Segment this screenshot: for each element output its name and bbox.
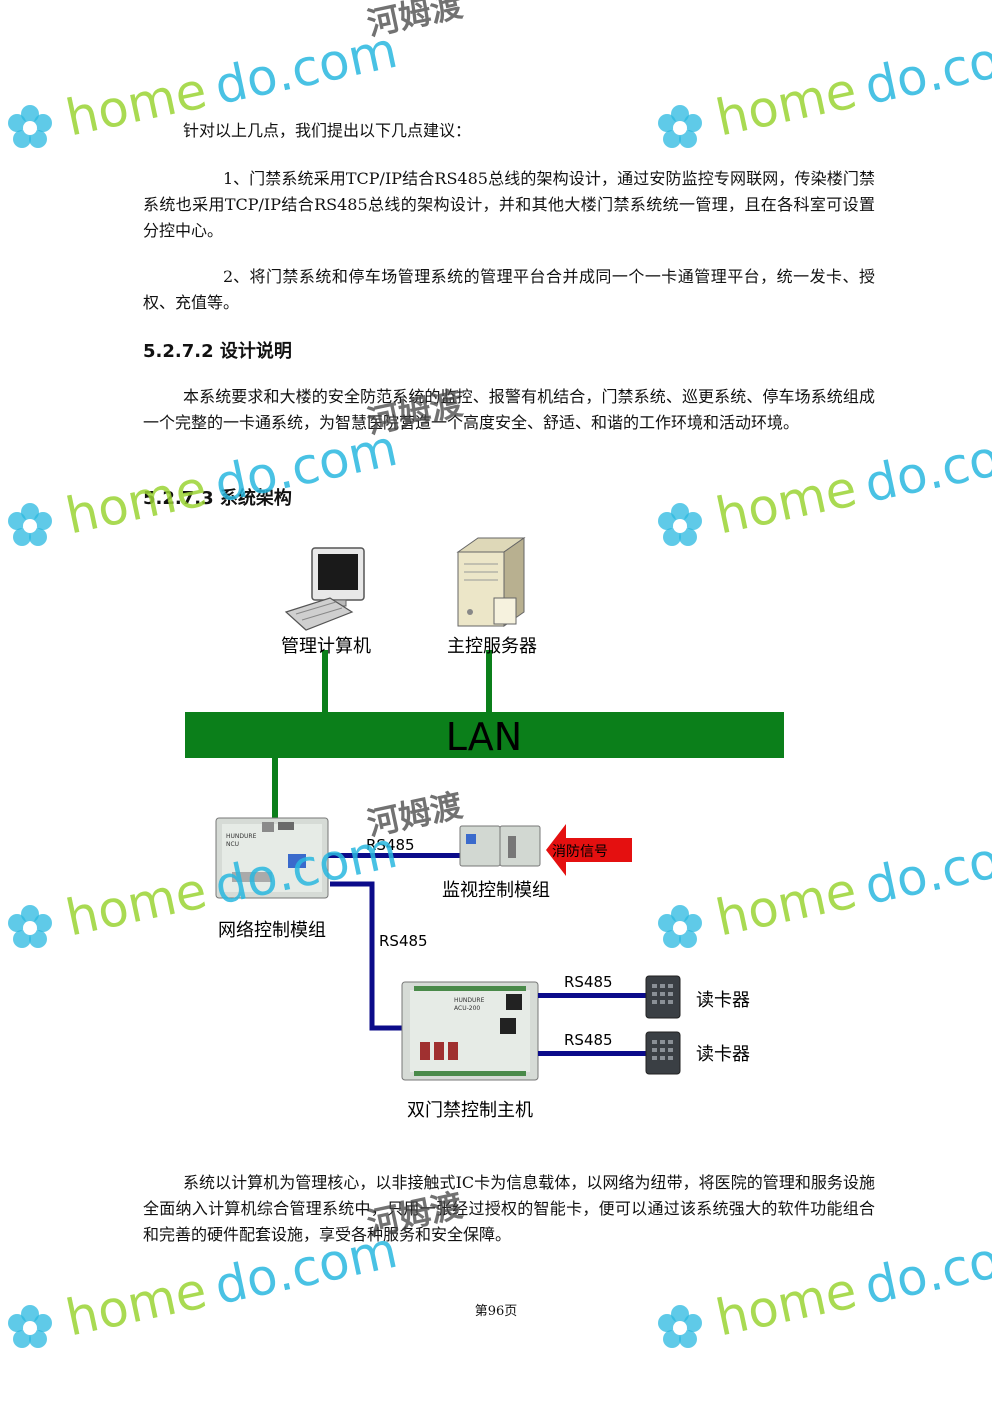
monitor-module-label: 监视控制模组 <box>442 880 550 901</box>
closing-paragraph: 系统以计算机为管理核心，以非接触式IC卡为信息载体，以网络为纽带，将医院的管理和… <box>143 1173 875 1244</box>
rs485-link-monitor <box>328 853 460 858</box>
item-text: 门禁系统采用TCP/IP结合RS485总线的架构设计，通过安防监控专网联网，传染… <box>143 169 875 240</box>
ncu-model: NCU <box>226 841 239 848</box>
svg-text:.com: .com <box>270 21 402 103</box>
reader-2-label: 读卡器 <box>696 1044 750 1065</box>
pc-lan-link <box>322 650 328 712</box>
item-number: 2、 <box>223 267 250 286</box>
svg-text:河姆渡: 河姆渡 <box>364 0 467 43</box>
card-reader-icon <box>645 975 681 1019</box>
system-architecture-diagram: LAN 管理计算机 主控服务器 <box>185 537 784 1121</box>
item-number: 1、 <box>223 169 250 188</box>
network-control-module: HUNDURE NCU 网络控制模组 <box>215 817 329 941</box>
door-controller-label: 双门禁控制主机 <box>407 1100 533 1121</box>
design-description: 本系统要求和大楼的安全防范系统的监控、报警有机结合，门禁系统、巡更系统、停车场系… <box>143 387 875 432</box>
rs485-link-controller <box>330 881 402 1031</box>
rs485-link-reader-2 <box>538 1051 646 1056</box>
pc-label: 管理计算机 <box>281 636 371 657</box>
lan-label: LAN <box>446 715 522 759</box>
section-heading-design: 5.2.7.2 设计说明 <box>143 341 292 362</box>
server-lan-link <box>486 650 492 712</box>
dual-door-controller: HUNDURE ACU-200 双门禁控制主机 <box>401 981 539 1121</box>
item-text: 将门禁系统和停车场管理系统的管理平台合并成同一个一卡通管理平台，统一发卡、授权、… <box>143 267 875 312</box>
rs485-label-monitor: RS485 <box>366 836 415 854</box>
svg-text:.com: .com <box>920 21 992 103</box>
svg-text:do: do <box>210 46 283 116</box>
management-computer: 管理计算机 <box>281 547 371 657</box>
ncu-lan-link <box>272 758 278 820</box>
rs485-link-reader-1 <box>538 993 646 998</box>
page-number: 第96页 <box>474 1304 518 1319</box>
rs485-label-reader-1: RS485 <box>564 973 613 991</box>
monitor-control-module: 监视控制模组 <box>442 825 550 901</box>
svg-text:do: do <box>860 46 933 116</box>
card-reader-icon <box>645 1031 681 1075</box>
lan-bar: LAN <box>185 712 784 759</box>
card-reader-1: 读卡器 <box>645 975 750 1019</box>
ncu-board-icon: HUNDURE NCU <box>215 817 329 899</box>
acu-model: ACU-200 <box>454 1005 480 1012</box>
intro-paragraph: 针对以上几点，我们提出以下几点建议： <box>183 121 472 140</box>
server-icon <box>456 537 526 627</box>
acu-brand: HUNDURE <box>454 997 485 1004</box>
svg-text:do: do <box>860 444 933 514</box>
suggestion-item-2: 2、将门禁系统和停车场管理系统的管理平台合并成同一个一卡通管理平台，统一发卡、授… <box>143 264 875 316</box>
fire-signal-arrow: 消防信号 <box>546 824 632 876</box>
main-server: 主控服务器 <box>447 537 537 657</box>
suggestion-item-1: 1、门禁系统采用TCP/IP结合RS485总线的架构设计，通过安防监控专网联网，… <box>143 166 875 244</box>
reader-1-label: 读卡器 <box>696 990 750 1011</box>
ncu-label: 网络控制模组 <box>218 920 326 941</box>
section-heading-architecture: 5.2.7.3 系统架构 <box>143 488 292 509</box>
rs485-label-reader-2: RS485 <box>564 1031 613 1049</box>
svg-text:.com: .com <box>920 1221 992 1303</box>
flower-icon <box>8 105 52 148</box>
fire-signal-label: 消防信号 <box>552 844 608 860</box>
arrow-left-icon <box>546 824 632 876</box>
server-label: 主控服务器 <box>447 636 537 657</box>
computer-icon <box>284 547 365 631</box>
acu-board-icon: HUNDURE ACU-200 <box>401 981 539 1081</box>
monitor-board-icon <box>459 825 541 867</box>
ncu-brand: HUNDURE <box>226 833 257 840</box>
card-reader-2: 读卡器 <box>645 1031 750 1075</box>
svg-text:.com: .com <box>920 419 992 501</box>
rs485-label-controller: RS485 <box>379 932 428 950</box>
